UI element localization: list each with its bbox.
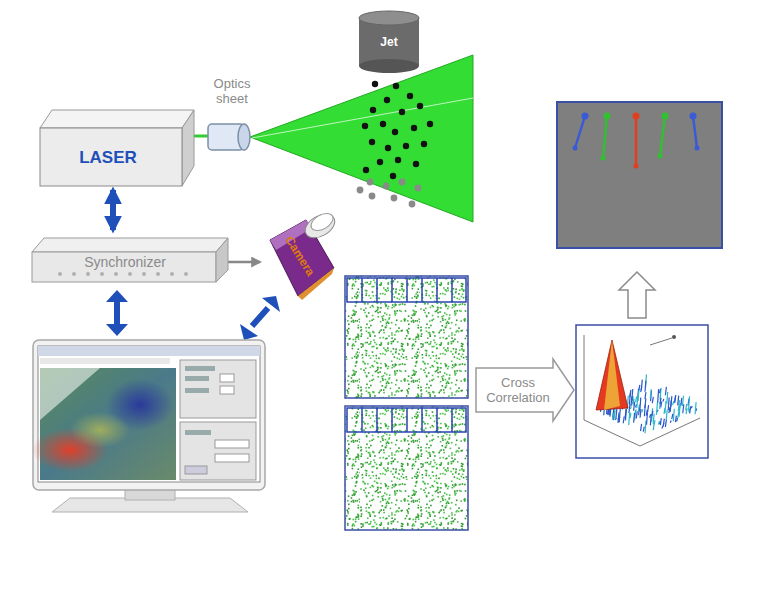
particle-image-pair <box>345 276 468 530</box>
connector-arrow <box>110 190 116 230</box>
optics-lens <box>192 124 250 150</box>
process-arrow: Cross Correlation <box>475 358 575 422</box>
jet-nozzle: Jet <box>358 10 420 74</box>
laser-box: LASER <box>38 108 196 188</box>
camera-body: Camera <box>262 210 338 302</box>
result-arrow <box>619 272 655 318</box>
computer-monitor <box>32 340 265 512</box>
data-link-arrow <box>240 296 280 340</box>
node-label: Jet <box>358 35 420 49</box>
node-label: LASER <box>38 148 178 167</box>
part-label: Optics sheet <box>204 76 260 106</box>
node-label: Cross Correlation <box>481 375 555 405</box>
vector-field-result <box>557 102 722 248</box>
data-link-arrow <box>106 290 128 336</box>
light-sheet <box>250 55 473 222</box>
correlation-plot <box>576 325 708 458</box>
node-label: Synchronizer <box>30 254 220 270</box>
synchronizer-box: Synchronizer <box>30 236 230 288</box>
seed-particles <box>357 81 434 208</box>
